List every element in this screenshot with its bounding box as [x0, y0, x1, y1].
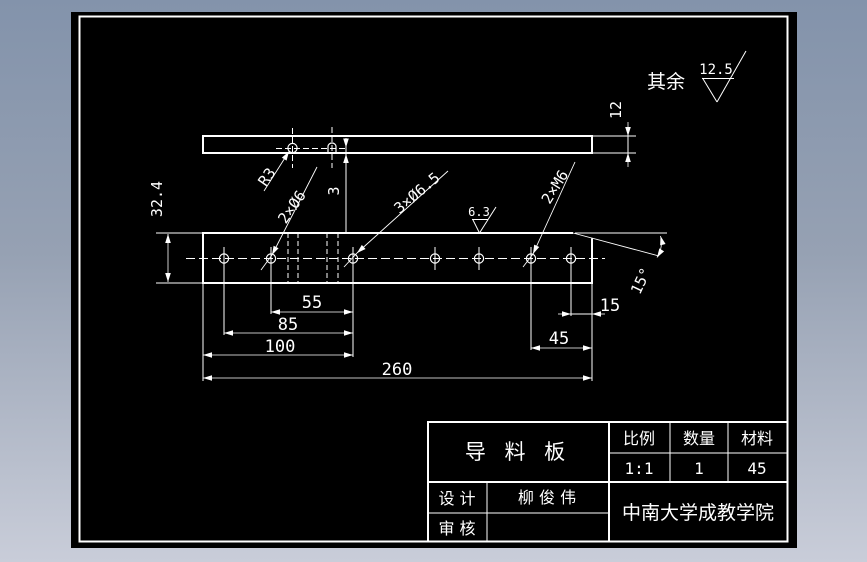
- dim-100: 100: [265, 337, 296, 357]
- checker-label: 审 核: [438, 519, 475, 538]
- local-roughness-value: 6.3: [468, 205, 490, 219]
- side-view-hole: [287, 142, 298, 154]
- title-block: 导 料 板 比例 数量 材料 1:1 1 45 设 计 柳 俊 伟 审 核 中南…: [427, 421, 789, 543]
- dim-45: 45: [549, 329, 569, 349]
- quantity-label: 数量: [683, 429, 715, 448]
- radius-leader: [263, 151, 290, 192]
- local-roughness-symbol: 6.3: [468, 205, 497, 234]
- roughness-left-stroke: [702, 77, 718, 103]
- side-view-outline: [202, 135, 593, 154]
- roughness-right-stroke: [716, 50, 747, 103]
- leader-m6-tail: [522, 253, 534, 268]
- roughness-left-stroke: [472, 218, 480, 234]
- dim-85: 85: [278, 315, 298, 335]
- scale-label: 比例: [623, 429, 655, 448]
- chamfer-edge-line: [572, 232, 660, 257]
- part-name: 导 料 板: [465, 440, 571, 464]
- material-value: 45: [747, 459, 766, 478]
- paper-background: [71, 12, 797, 548]
- scale-value: 1:1: [625, 459, 654, 478]
- dim-260: 260: [382, 360, 413, 380]
- angle-dim-arc: [656, 235, 666, 258]
- surface-prefix: 其余: [647, 71, 685, 93]
- slot-depth-dim: 3: [325, 186, 343, 195]
- dim-55: 55: [302, 293, 322, 313]
- dimensions: 32.4 55 85 100 260 45 15: [148, 181, 620, 381]
- default-roughness-note: 其余 12.5: [647, 50, 747, 103]
- material-label: 材料: [741, 429, 773, 448]
- roughness-right-stroke: [479, 206, 497, 234]
- thickness-dim: 12: [607, 101, 625, 119]
- organization: 中南大学成教学院: [622, 502, 774, 524]
- quantity-value: 1: [694, 459, 704, 478]
- leader-d6-tail: [260, 254, 273, 271]
- dim-15: 15: [600, 296, 620, 316]
- leader-d65-tail: [343, 252, 358, 268]
- leader-d6: [271, 166, 318, 256]
- designer-label: 设 计: [438, 489, 475, 508]
- designer-name: 柳 俊 伟: [518, 488, 576, 507]
- surface-roughness-value: 12.5: [699, 62, 733, 78]
- leader-d65: [356, 170, 449, 254]
- side-view-slot: [327, 142, 337, 153]
- height-dim: 32.4: [148, 181, 166, 217]
- leader-m6: [532, 161, 576, 255]
